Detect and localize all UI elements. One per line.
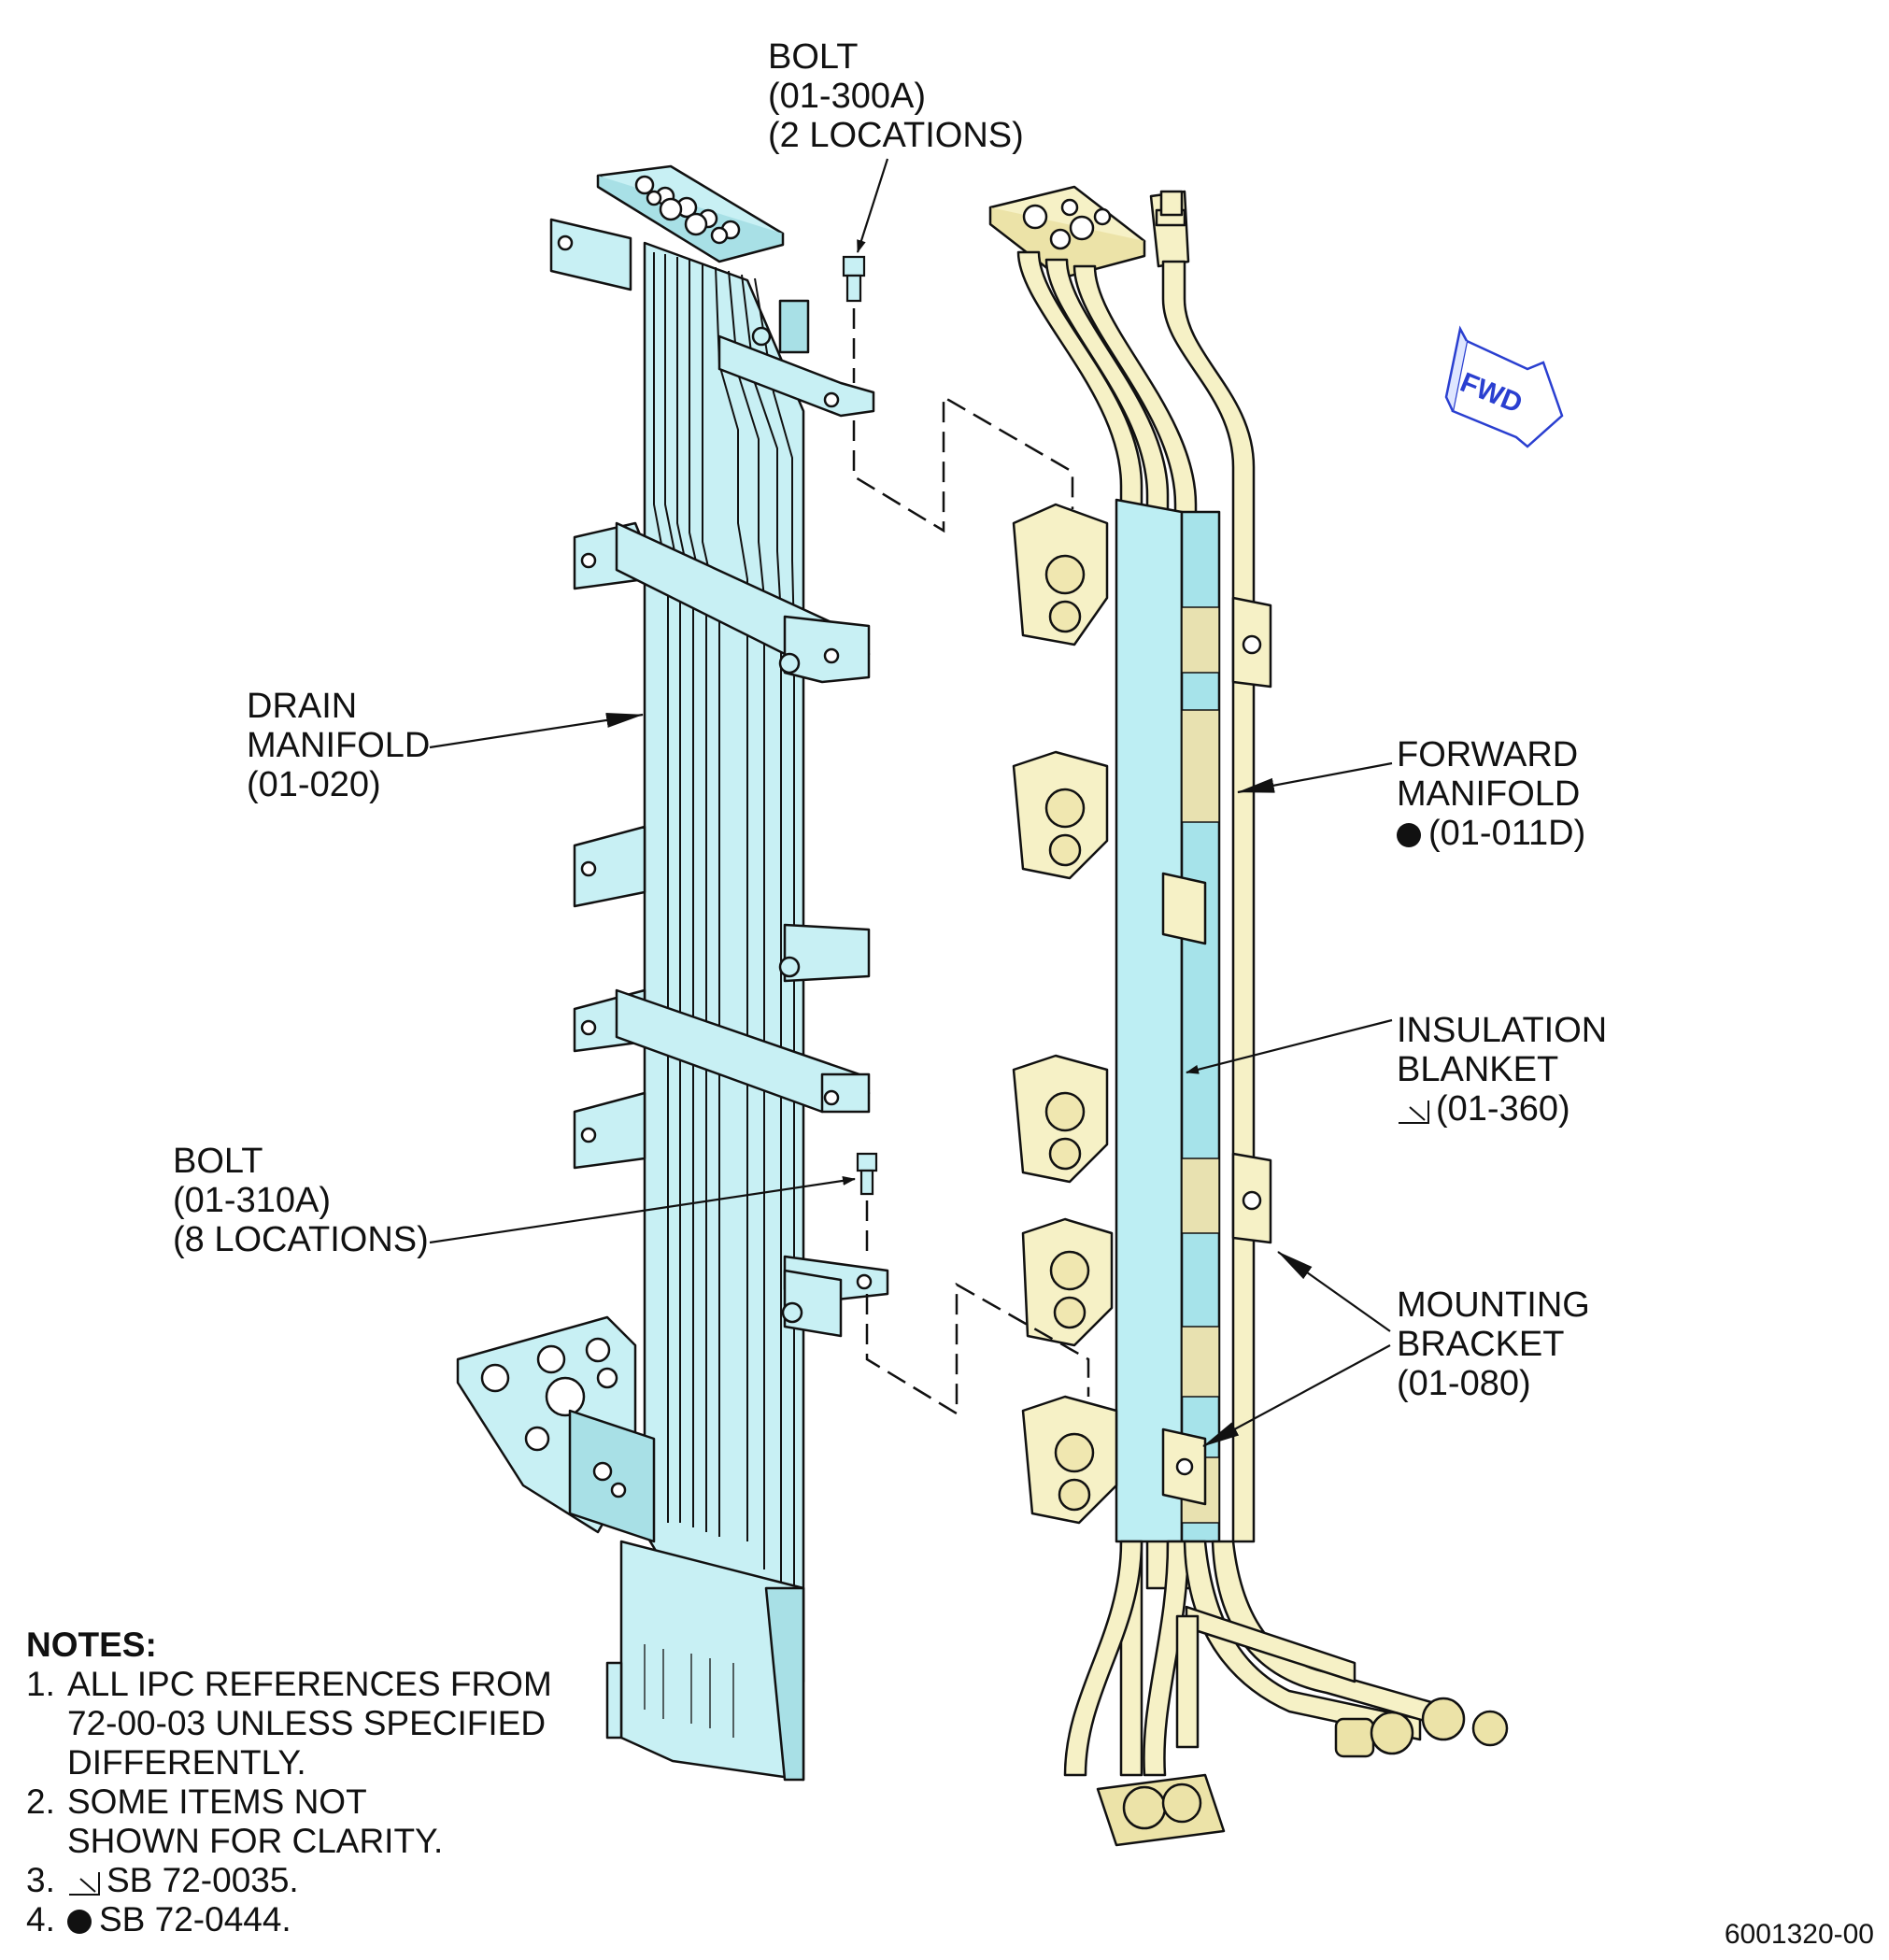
sb-0035-triangle-icon xyxy=(69,1872,100,1896)
callout-insulation-blanket: INSULATION BLANKET (01-360) xyxy=(1397,1011,1608,1129)
leader-mounting-bracket-2 xyxy=(1202,1344,1391,1447)
notes-title: NOTES: xyxy=(26,1626,157,1664)
figure-number: 6001320-00 xyxy=(1724,1919,1874,1950)
sb-0444-dot-icon xyxy=(1397,823,1421,847)
sb-0035-triangle-icon xyxy=(1399,1101,1429,1124)
leader-forward-manifold xyxy=(1237,761,1393,794)
bolt-300a xyxy=(842,255,866,303)
fwd-arrow: FWD xyxy=(1444,325,1564,448)
callout-bolt-300a: BOLT (01-300A) (2 LOCATIONS) xyxy=(768,37,1024,155)
callout-drain-manifold: DRAIN MANIFOLD (01-020) xyxy=(247,687,431,804)
drain-manifold xyxy=(456,164,889,1782)
notes-block: NOTES: 1. ALL IPC REFERENCES FROM 72-00-… xyxy=(26,1626,552,1939)
insulation-blanket xyxy=(1115,498,1184,1543)
note-1: 1. ALL IPC REFERENCES FROM 72-00-03 UNLE… xyxy=(26,1665,552,1782)
leader-lines xyxy=(429,158,1393,1447)
leader-insulation-blanket xyxy=(1186,1018,1393,1074)
note-3: 3. SB 72-0035. xyxy=(26,1861,299,1899)
leader-mounting-bracket-1 xyxy=(1277,1251,1391,1332)
callout-forward-manifold: FORWARD MANIFOLD (01-011D) xyxy=(1397,735,1586,853)
leader-bolt-top xyxy=(856,158,889,253)
callout-bolt-310a: BOLT (01-310A) (8 LOCATIONS) xyxy=(173,1142,429,1259)
assembly-dashed-lines xyxy=(852,308,1090,1416)
bolt-310a xyxy=(856,1152,878,1196)
leader-bolt-bottom xyxy=(429,1175,856,1244)
leader-drain-manifold xyxy=(429,713,644,749)
forward-manifold xyxy=(988,185,1509,1847)
note-2: 2. SOME ITEMS NOT SHOWN FOR CLARITY. xyxy=(26,1782,444,1860)
sb-0444-dot-icon xyxy=(67,1910,92,1934)
callout-mounting-bracket: MOUNTING BRACKET (01-080) xyxy=(1397,1285,1590,1403)
note-4: 4. SB 72-0444. xyxy=(26,1900,291,1939)
